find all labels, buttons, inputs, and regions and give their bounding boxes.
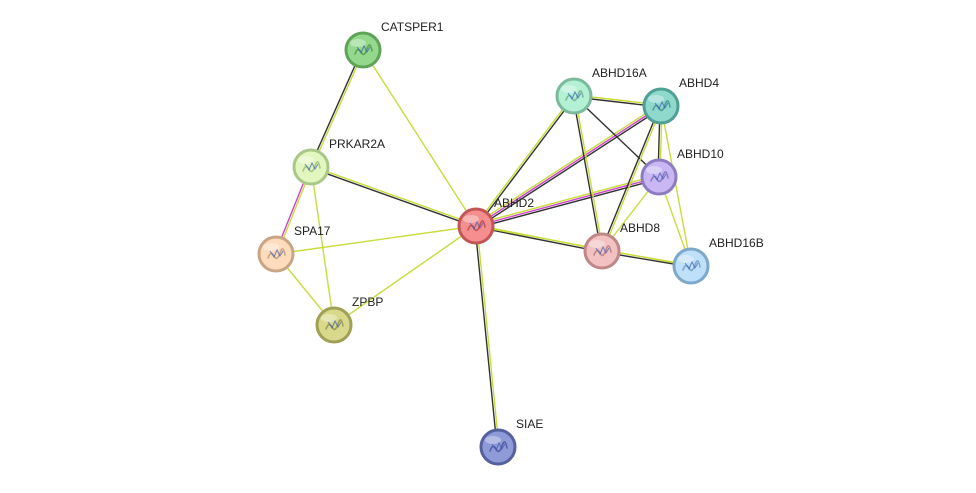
edge-evidence-line	[309, 167, 477, 228]
protein-structure-icon	[467, 220, 486, 232]
protein-structure-icon	[267, 248, 286, 260]
protein-structure-icon	[593, 245, 612, 257]
node-highlight	[678, 255, 694, 263]
node-label: ABHD16B	[709, 236, 764, 250]
edge-CATSPER1-ABHD2[interactable]	[362, 49, 477, 227]
protein-structure-icon	[354, 44, 373, 56]
edge-evidence-line	[475, 176, 660, 227]
node-highlight	[485, 436, 501, 444]
node-highlight	[263, 243, 279, 251]
node-circle	[672, 247, 710, 285]
node-highlight	[463, 215, 479, 223]
protein-structure-icon	[650, 171, 669, 183]
edge-evidence-line	[475, 105, 662, 227]
edge-evidence-line	[602, 105, 663, 253]
node-label: SIAE	[516, 417, 543, 431]
edge-evidence-line	[474, 94, 574, 227]
edge-evidence-line	[476, 95, 576, 228]
node-highlight	[648, 95, 664, 103]
edge-evidence-line	[275, 225, 477, 255]
node-circle	[555, 77, 593, 115]
protein-structure-icon	[302, 161, 321, 173]
node-highlight	[298, 156, 314, 164]
node-label: PRKAR2A	[329, 137, 385, 151]
node-highlight	[589, 240, 605, 248]
protein-structure-icon	[489, 441, 508, 453]
node-circle	[292, 148, 330, 186]
node-abhd16b[interactable]: ABHD16B	[672, 236, 764, 285]
node-catsper1[interactable]: CATSPER1	[344, 20, 444, 69]
edge-evidence-line	[600, 104, 661, 252]
node-label: SPA17	[294, 224, 331, 238]
edge-ZPBP-ABHD2[interactable]	[333, 225, 477, 326]
node-highlight	[646, 166, 662, 174]
node-circle	[479, 428, 517, 466]
node-abhd16a[interactable]: ABHD16A	[555, 66, 647, 115]
node-label: ABHD4	[679, 76, 719, 90]
edge-ABHD2-ABHD16A[interactable]	[474, 94, 576, 228]
node-spa17[interactable]: SPA17	[257, 224, 331, 273]
node-label: ZPBP	[352, 295, 383, 309]
node-circle	[457, 207, 495, 245]
edge-evidence-line	[309, 48, 363, 168]
node-circle	[583, 232, 621, 270]
node-circle	[640, 158, 678, 196]
node-highlight	[321, 314, 337, 322]
edge-SPA17-ABHD2[interactable]	[275, 225, 477, 255]
node-abhd10[interactable]: ABHD10	[640, 147, 724, 196]
node-siae[interactable]: SIAE	[479, 417, 543, 466]
edge-evidence-line	[333, 225, 477, 326]
node-abhd4[interactable]: ABHD4	[642, 76, 719, 125]
node-label: CATSPER1	[381, 20, 444, 34]
edge-ABHD4-ABHD16B[interactable]	[660, 105, 692, 267]
edge-ABHD16A-ABHD8[interactable]	[572, 95, 604, 252]
node-label: ABHD2	[494, 196, 534, 210]
node-circle	[642, 87, 680, 125]
edge-evidence-line	[476, 225, 500, 448]
node-label: ABHD10	[677, 147, 724, 161]
protein-structure-icon	[682, 260, 701, 272]
protein-structure-icon	[325, 319, 344, 331]
node-abhd8[interactable]: ABHD8	[583, 221, 660, 270]
node-circle	[344, 31, 382, 69]
node-circle	[257, 235, 295, 273]
node-label: ABHD8	[620, 221, 660, 235]
edge-ABHD4-ABHD8[interactable]	[600, 104, 663, 253]
edge-evidence-line	[474, 103, 661, 226]
edge-CATSPER1-PRKAR2A[interactable]	[309, 48, 365, 169]
node-circle	[315, 306, 353, 344]
protein-structure-icon	[565, 90, 584, 102]
edge-evidence-line	[572, 95, 602, 252]
edge-PRKAR2A-ZPBP[interactable]	[310, 166, 335, 326]
edge-PRKAR2A-ABHD2[interactable]	[309, 165, 478, 228]
edge-evidence-line	[310, 166, 335, 326]
node-prkar2a[interactable]: PRKAR2A	[292, 137, 385, 186]
edge-evidence-line	[660, 105, 692, 267]
edge-evidence-line	[310, 165, 478, 226]
protein-structure-icon	[652, 100, 671, 112]
edge-evidence-line	[573, 95, 660, 178]
edge-evidence-line	[311, 49, 365, 169]
edge-ABHD16A-ABHD10[interactable]	[573, 95, 660, 178]
edge-layer	[274, 48, 692, 448]
edge-evidence-line	[475, 226, 603, 253]
edge-ABHD2-SIAE[interactable]	[474, 225, 500, 448]
edge-evidence-line	[474, 225, 498, 448]
edge-evidence-line	[362, 49, 477, 227]
edge-evidence-line	[476, 106, 663, 229]
node-highlight	[561, 85, 577, 93]
edge-ABHD2-ABHD4[interactable]	[474, 103, 663, 229]
node-highlight	[350, 39, 366, 47]
node-abhd2[interactable]: ABHD2	[457, 196, 534, 245]
node-zpbp[interactable]: ZPBP	[315, 295, 383, 344]
edge-evidence-line	[574, 95, 604, 252]
node-label: ABHD16A	[592, 66, 647, 80]
